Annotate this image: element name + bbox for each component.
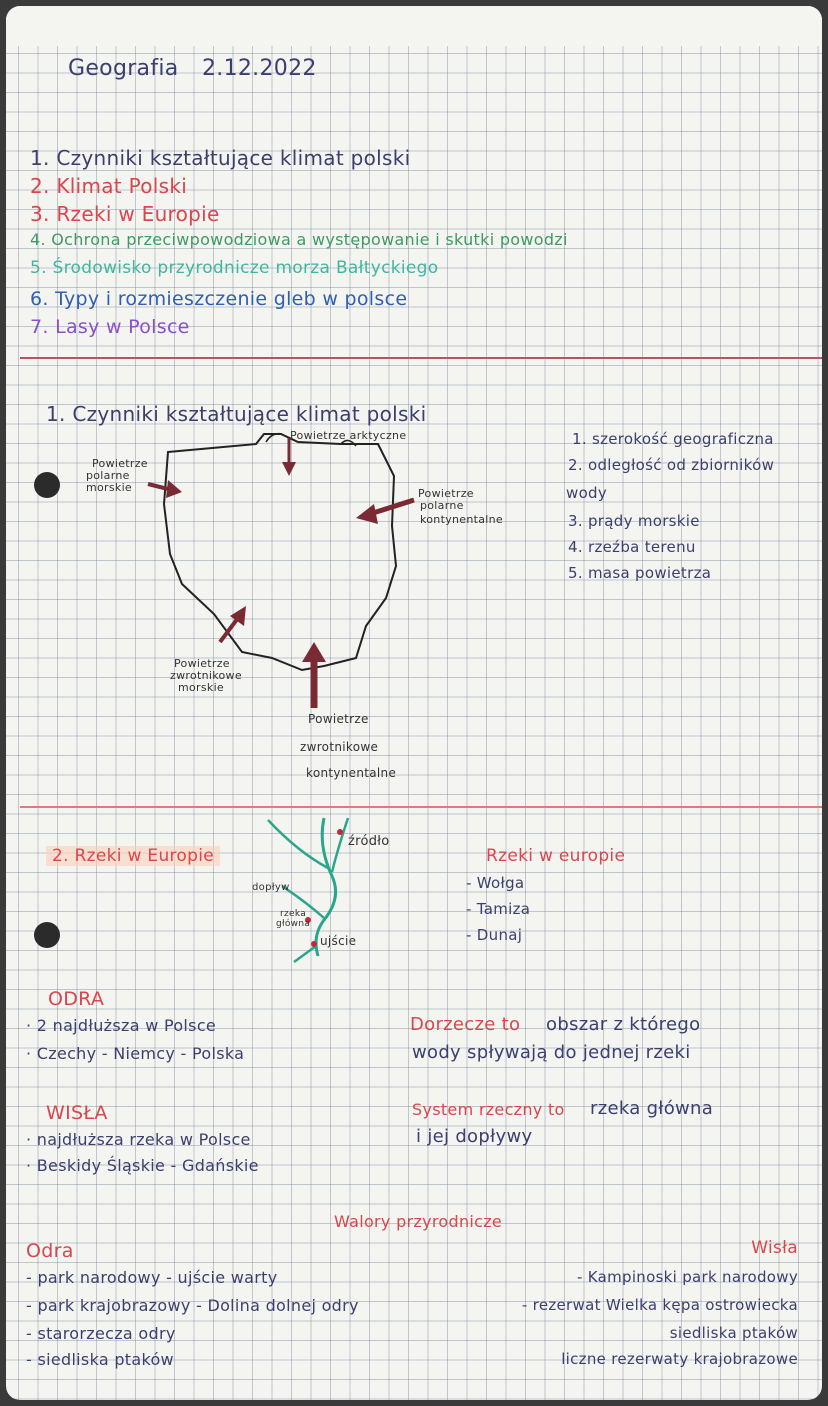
river-item-2: - Tamiza [466,900,531,918]
arrow-tropical-marine-head [230,606,246,626]
label-main-river-2: główna [276,919,311,929]
label-polar-marine-3: morskie [86,481,132,494]
wisla-walory-item-1: - Kampinoski park narodowy [576,1268,798,1286]
factor-2-cont: wody [566,484,608,502]
wisla-walory-item-4: liczne rezerwaty krajobrazowe [561,1350,798,1368]
label-mouth: ujście [320,934,357,948]
factor-4: 4. rzeźba terenu [568,538,696,556]
section-divider [20,357,822,359]
arrow-arctic-head [282,462,296,476]
section2-title: 2. Rzeki w Europie [46,846,221,866]
odra-walory-item-4: - siedliska ptaków [26,1350,174,1369]
river-item-1: - Wołga [466,874,525,892]
system-term: System rzeczny to [412,1100,565,1119]
toc-item-7: 7. Lasy w Polsce [30,316,190,338]
factor-2: 2. odległość od zbiorników [568,456,775,474]
mouth-marker [311,941,317,947]
poland-outline [162,433,398,672]
toc-item-6: 6. Typy i rozmieszczenie gleb w polsce [30,288,408,310]
wisla-walory-item-2: - rezerwat Wielka kępa ostrowiecka [521,1296,798,1314]
odra-walory-item-1: - park narodowy - ujście warty [26,1268,278,1287]
label-tropical-marine-2: zwrotnikowe [170,669,242,682]
label-polar-continental-3: kontynentalne [420,513,503,526]
label-tropical-marine-1: Powietrze [174,657,230,670]
poland-climate-map [147,432,415,964]
section1-title: 1. Czynniki kształtujące klimat polski [46,402,427,426]
wisla-line-1: · najdłuższa rzeka w Polsce [26,1130,251,1149]
arrow-polar-marine-head [166,480,182,498]
label-tributary: dopływ [252,882,290,893]
label-tropical-continental-1: Powietrze [308,712,369,726]
odra-walory-item-2: - park krajobrazowy - Dolina dolnej odry [26,1296,359,1315]
label-tropical-continental-3: kontynentalne [306,766,397,780]
label-source: źródło [348,834,390,849]
arrow-tropical-marine [218,616,240,644]
odra-line-1: · 2 najdłuższa w Polsce [26,1016,217,1035]
rivers-header: Rzeki w europie [486,846,626,866]
odra-line-2: · Czechy - Niemcy - Polska [26,1044,245,1063]
label-polar-marine-2: polarne [86,469,130,482]
odra-walory-item-3: - starorzecza odry [26,1324,176,1343]
label-arctic-air: Powietrze arktyczne [290,429,407,442]
label-polar-marine-1: Powietrze [92,457,148,470]
date: 2.12.2022 [202,56,317,81]
tributary-line [267,819,329,870]
wisla-line-2: · Beskidy Śląskie - Gdańskie [26,1156,259,1175]
subject-title: Geografia [68,56,179,81]
main-river-line [314,817,338,957]
dorzecze-line-1: obszar z którego [546,1014,701,1035]
toc-item-3: 3. Rzeki w Europie [30,202,220,226]
arrow-polar-continental-head [356,504,378,524]
odra-title: ODRA [48,988,105,1010]
main-river-marker [305,917,311,923]
label-tropical-marine-3: morskie [178,681,224,694]
arrow-polar-continental [369,497,415,517]
toc-item-1: 1. Czynniki kształtujące klimat polski [30,146,411,170]
section-divider [20,806,822,808]
walory-title: Walory przyrodnicze [334,1212,503,1231]
system-line-1: rzeka główna [590,1098,714,1119]
toc-item-2: 2. Klimat Polski [30,174,188,198]
source-marker [337,829,343,835]
odra-walory-title: Odra [26,1240,74,1262]
label-polar-continental-2: polarne [420,499,464,512]
dorzecze-line-2: wody spływają do jednej rzeki [412,1042,691,1063]
wisla-title: WISŁA [46,1102,108,1124]
toc-item-5: 5. Środowisko przyrodnicze morza Bałtyck… [30,258,439,278]
delta-line [293,944,317,964]
notebook-page: Geografia 2.12.2022 1. Czynniki kształtu… [6,6,822,1400]
binder-hole [34,922,60,948]
binder-hole [34,472,60,498]
factor-1: 1. szerokość geograficzna [572,430,774,448]
arrow-tropical-continental-head [302,642,326,662]
dorzecze-term: Dorzecze to [410,1014,521,1035]
river-item-3: - Dunaj [466,926,523,944]
tributary-line [281,884,325,919]
factor-5: 5. masa powietrza [568,564,712,582]
toc-item-4: 4. Ochrona przeciwpowodziowa a występowa… [30,230,568,249]
wisla-walory-title: Wisła [751,1238,798,1258]
wisla-walory-item-3: siedliska ptaków [669,1324,798,1342]
page-top-margin [6,6,822,46]
system-line-2: i jej dopływy [416,1126,533,1147]
bracket-mark [265,432,357,447]
label-tropical-continental-2: zwrotnikowe [300,740,379,754]
factor-3: 3. prądy morskie [568,512,700,530]
tributary-line [330,817,350,873]
label-polar-continental-1: Powietrze [418,487,474,500]
label-main-river-1: rzeka [280,909,307,919]
